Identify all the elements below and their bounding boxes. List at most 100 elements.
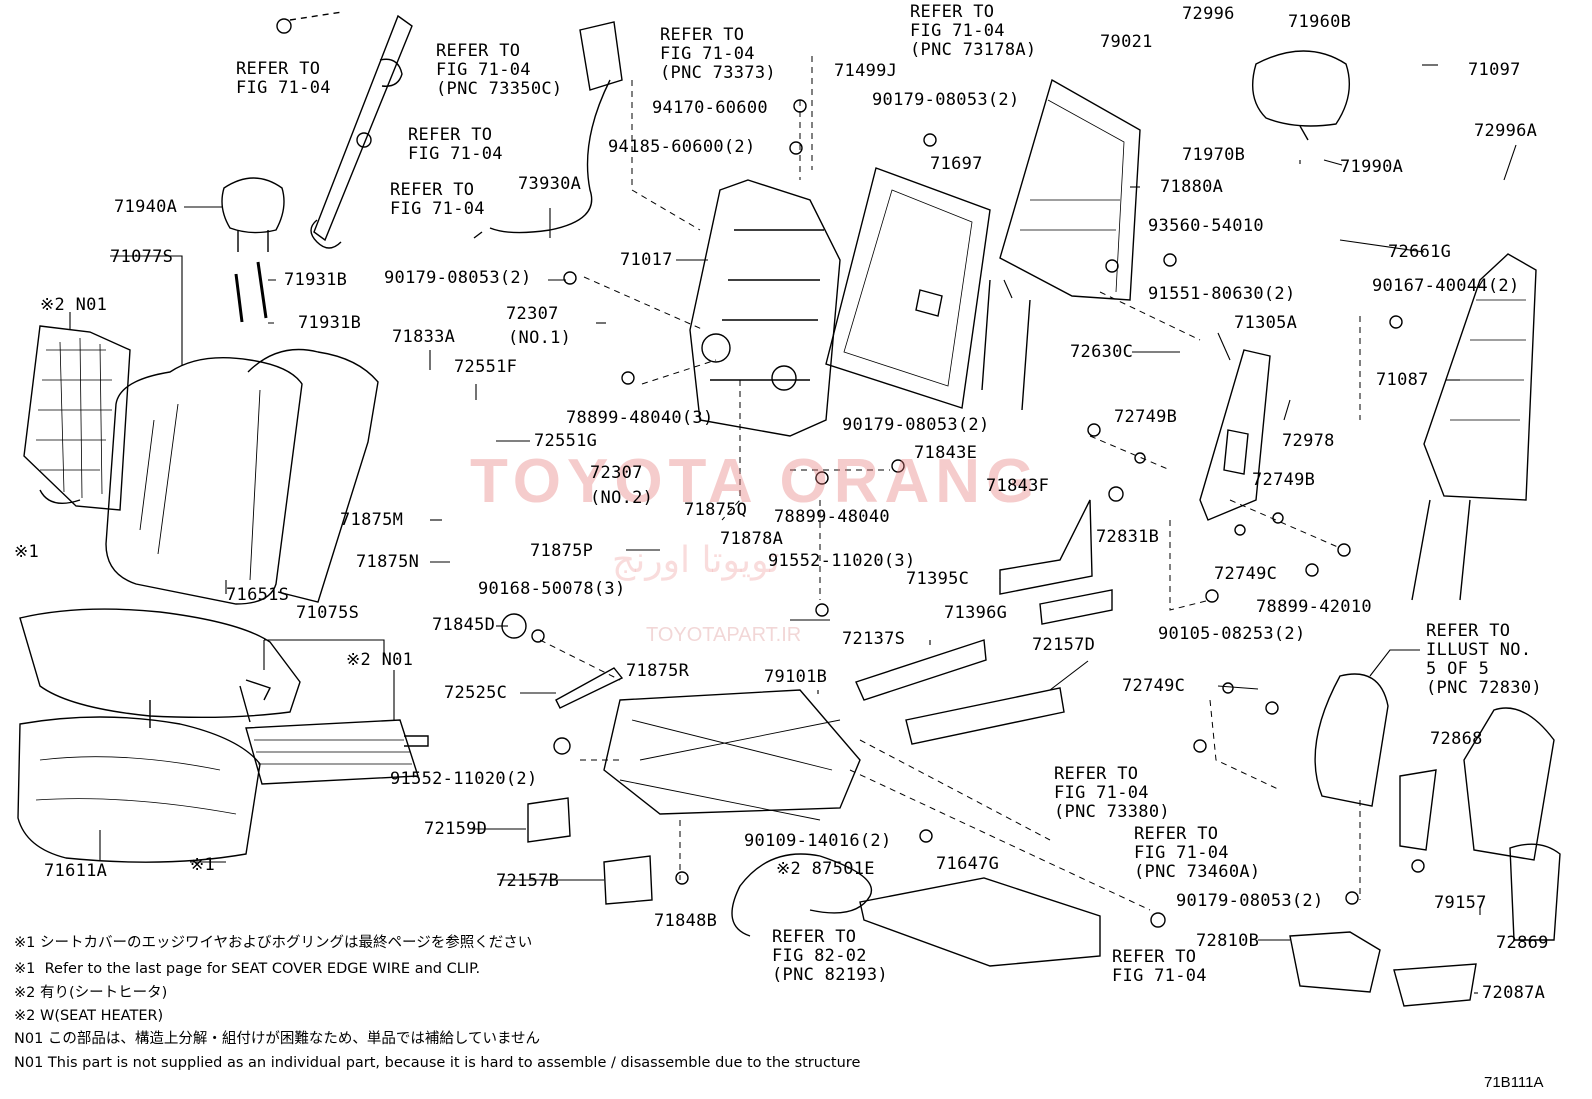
part-label: 71875M [340, 510, 404, 530]
part-label: 72996 [1182, 4, 1235, 24]
part-label: ※1 [190, 855, 216, 875]
part-label: 71990A [1340, 157, 1404, 177]
seatback-heater-mat [23, 325, 131, 511]
part-label: (NO.2) [590, 488, 654, 508]
part-label: 71647G [936, 854, 1000, 874]
headrest-71940a [221, 177, 285, 323]
part-label: 72157D [1032, 635, 1096, 655]
side-airbag-part [473, 21, 623, 239]
part-label: REFER TO FIG 71-04 (PNC 73380) [1054, 764, 1170, 822]
part-label: 72868 [1430, 729, 1483, 749]
part-label: 71878A [720, 529, 784, 549]
part-label: 71843F [986, 476, 1050, 496]
part-label: 72749C [1122, 676, 1186, 696]
part-label: 72831B [1096, 527, 1160, 547]
part-label: 71880A [1160, 177, 1224, 197]
part-label: 72551F [454, 357, 518, 377]
seat-cushion-cover [19, 608, 301, 728]
assembly-guides [539, 56, 1361, 911]
seat-track-79101b [603, 689, 861, 821]
cushion-pad-71611a [17, 716, 261, 863]
footnote: N01 この部品は、構造上分解・組付けが困難なため、単品では補給していません [14, 1031, 541, 1047]
frame-71880a [981, 78, 1141, 411]
part-label: 79021 [1100, 32, 1153, 52]
part-label: 90109-14016(2) [744, 831, 892, 851]
part-label: ※2 87501E [776, 859, 875, 879]
part-label: 78899-48040(3) [566, 408, 714, 428]
part-label: (NO.1) [508, 328, 572, 348]
footnote: ※2 有り(シートヒータ) [14, 985, 168, 1001]
part-label: 71960B [1288, 12, 1352, 32]
part-label: 79101B [764, 667, 828, 687]
part-label: REFER TO FIG 71-04 (PNC 73373) [660, 25, 776, 83]
part-label: ※2 N01 [346, 650, 414, 670]
part-label: 71875P [530, 541, 594, 561]
part-label: 72749B [1114, 407, 1178, 427]
part-label: 71833A [392, 327, 456, 347]
watermark-arabic: تويوتا اورنج [612, 540, 780, 581]
part-label: 72159D [424, 819, 488, 839]
part-label: REFER TO ILLUST NO. 5 OF 5 (PNC 72830) [1426, 621, 1542, 698]
footnote: ※1 Refer to the last page for SEAT COVER… [14, 961, 481, 977]
part-label: 71611A [44, 861, 108, 881]
part-label: 71077S [110, 247, 174, 267]
part-label: 72137S [842, 629, 906, 649]
part-label: 71499J [834, 61, 898, 81]
part-label: REFER TO FIG 71-04 (PNC 73350C) [436, 41, 563, 99]
part-label: 72087A [1482, 983, 1546, 1003]
lever-72525c [555, 667, 624, 709]
watermark-site: TOYOTAPART.IR [646, 624, 802, 646]
part-label: 71931B [284, 270, 348, 290]
mat-71647g [859, 877, 1101, 967]
part-label: 71075S [296, 603, 360, 623]
part-label: 71848B [654, 911, 718, 931]
part-label: 72551G [534, 431, 598, 451]
part-label: 90179-08053(2) [872, 90, 1020, 110]
part-label: 71097 [1468, 60, 1521, 80]
cover-72137s [855, 639, 987, 701]
part-label: REFER TO FIG 71-04 [390, 180, 485, 219]
part-label: 72525C [444, 683, 508, 703]
part-label: 72996A [1474, 121, 1538, 141]
frame-71087 [1411, 253, 1537, 601]
fasteners [501, 99, 1425, 928]
part-label: REFER TO FIG 71-04 (PNC 73460A) [1134, 824, 1261, 882]
cover-72087a [1393, 963, 1477, 1007]
part-label: 71396G [944, 603, 1008, 623]
part-label: 91552-11020(2) [390, 769, 538, 789]
part-label: 72307 [506, 304, 559, 324]
part-label: REFER TO FIG 82-02 (PNC 82193) [772, 927, 888, 985]
part-label: 71651S [226, 585, 290, 605]
part-label: 71395C [906, 569, 970, 589]
part-label: 91552-11020(3) [768, 551, 916, 571]
part-label: 72978 [1282, 431, 1335, 451]
diagram-code: 71B111A [1484, 1074, 1544, 1091]
part-label: 90179-08053(2) [842, 415, 990, 435]
part-label: 71940A [114, 197, 178, 217]
part-label: REFER TO FIG 71-04 [236, 59, 331, 98]
part-label: REFER TO FIG 71-04 [1112, 947, 1207, 986]
part-label: 93560-54010 [1148, 216, 1264, 236]
part-label: 90167-40044(2) [1372, 276, 1520, 296]
part-label: 71931B [298, 313, 362, 333]
cushion-heater-mat [245, 719, 429, 785]
part-label: 79157 [1434, 893, 1487, 913]
part-label: 78899-48040 [774, 507, 890, 527]
cover-72159d [527, 797, 571, 843]
footnote: N01 This part is not supplied as an indi… [14, 1055, 861, 1071]
watermark-main: TOYOTA ORANG [470, 447, 1041, 516]
cover-71396g [1039, 589, 1113, 625]
part-label: REFER TO FIG 71-04 (PNC 73178A) [910, 2, 1037, 60]
seat-belt-part [276, 11, 413, 249]
seatback-board-71697 [825, 167, 991, 409]
part-label: 91551-80630(2) [1148, 284, 1296, 304]
part-label: 71017 [620, 250, 673, 270]
part-label: 72157B [496, 871, 560, 891]
part-label: 94185-60600(2) [608, 137, 756, 157]
part-label: 71845D [432, 615, 496, 635]
part-label: 71087 [1376, 370, 1429, 390]
part-label: 72869 [1496, 933, 1549, 953]
footnote: ※2 W(SEAT HEATER) [14, 1008, 164, 1024]
rear-shield-parts [1314, 673, 1561, 941]
seatback-cover [105, 348, 379, 605]
